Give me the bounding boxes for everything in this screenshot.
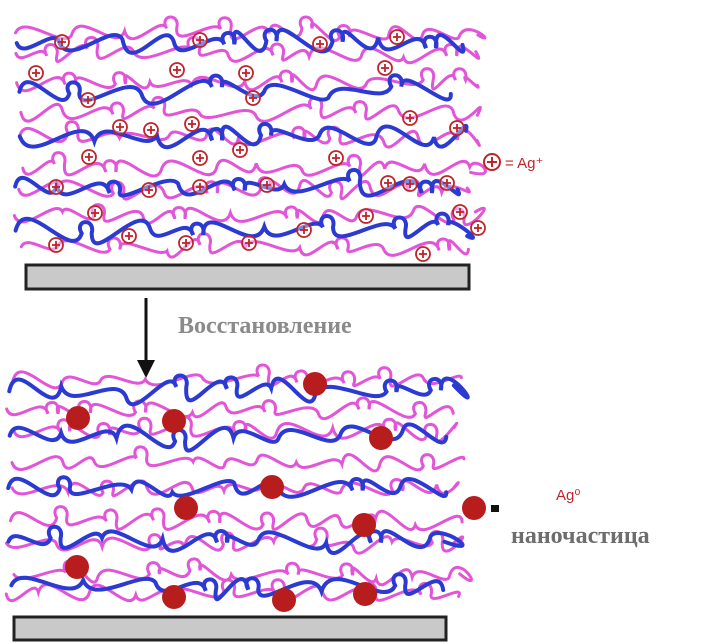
pink-polymer-chain: [14, 15, 487, 42]
blue-polymer-chain: [14, 27, 466, 55]
silver-nanoparticle-icon: [352, 513, 376, 537]
blue-polymer-chain: [9, 572, 446, 602]
filled-circle-icon: [462, 496, 486, 520]
top-blue-chains: [13, 27, 475, 246]
silver-ion-icon: [169, 62, 185, 78]
pink-polymer-chain: [9, 505, 464, 532]
silver-ion-icon: [238, 65, 254, 81]
silver-nanoparticle-icon: [260, 475, 284, 499]
silver-ion-icon: [121, 228, 137, 244]
silver-ion-icon: [184, 116, 200, 132]
silver-ion-icon: [439, 175, 455, 191]
blue-polymer-chain: [7, 373, 470, 407]
blue-polymer-chain: [13, 211, 475, 246]
top-substrate: [24, 263, 471, 291]
silver-ion-icon: [192, 32, 208, 48]
pink-polymer-chain: [17, 120, 481, 149]
silver-ion-icon: [48, 237, 64, 253]
silver-nanoparticle-icon: [65, 555, 89, 579]
silver-ion-icon: [380, 175, 396, 191]
silver-ion-icon: [232, 142, 248, 158]
pink-polymer-chain: [15, 67, 480, 92]
silver-nanoparticle-icon: [162, 585, 186, 609]
silver-ion-icon: [48, 179, 64, 195]
top-ion-markers: [28, 29, 486, 262]
silver-ion-icon: [112, 119, 128, 135]
silver-ion-icon: [81, 149, 97, 165]
particle-legend: Ag⁰ наночастица: [462, 487, 650, 549]
silver-ion-icon: [143, 122, 159, 138]
silver-ion-icon: [358, 208, 374, 224]
silver-ion-icon: [402, 176, 418, 192]
silver-nanoparticle-icon: [162, 409, 186, 433]
bottom-nanoparticles: [65, 372, 393, 612]
silver-ion-icon: [192, 150, 208, 166]
bottom-substrate: [12, 615, 448, 642]
silver-ion-icon: [296, 222, 312, 238]
silver-ion-icon: [415, 246, 431, 262]
silver-ion-icon: [245, 90, 261, 106]
ion-legend-text: = Ag⁺: [505, 155, 543, 172]
silver-ion-icon: [87, 205, 103, 221]
silver-ion-icon: [389, 29, 405, 45]
bottom-panel: [4, 363, 473, 642]
pink-polymer-chain: [12, 203, 486, 227]
blue-polymer-chain: [17, 122, 469, 150]
pink-polymer-chain: [10, 445, 466, 473]
silver-ion-icon: [377, 60, 393, 76]
silver-ion-icon: [241, 235, 257, 251]
pink-polymer-chain: [11, 363, 463, 390]
silver-ion-icon: [178, 235, 194, 251]
silver-ion-icon: [328, 150, 344, 166]
blue-polymer-chain: [13, 167, 462, 198]
top-panel: [12, 15, 487, 291]
pink-polymer-chain: [19, 95, 482, 123]
blue-polymer-chain: [6, 475, 449, 499]
particle-formula: Ag⁰: [556, 487, 580, 504]
silver-ion-icon: [402, 110, 418, 126]
silver-ion-icon: [54, 34, 70, 50]
ion-legend: = Ag⁺: [483, 153, 543, 172]
step-label: Восстановление: [178, 313, 352, 339]
silver-nanoparticle-icon: [66, 406, 90, 430]
silver-nanoparticle-icon: [369, 426, 393, 450]
down-arrow-icon: [137, 360, 155, 378]
reduction-arrow: [137, 298, 155, 378]
blue-polymer-chain: [17, 73, 453, 106]
pink-polymer-chain: [4, 526, 465, 555]
silver-ion-icon: [80, 92, 96, 108]
silver-nanoparticle-icon: [272, 588, 296, 612]
silver-ion-icon: [28, 65, 44, 81]
plus-in-circle-icon: [483, 153, 501, 171]
particle-name: наночастица: [511, 523, 650, 549]
silver-ion-icon: [312, 36, 328, 52]
pink-polymer-chain: [21, 151, 487, 178]
silver-ion-icon: [449, 120, 465, 136]
legend-equals-mark: [491, 505, 499, 512]
silver-ion-icon: [259, 177, 275, 193]
silver-ion-icon: [192, 179, 208, 195]
silver-ion-icon: [141, 182, 157, 198]
silver-ion-icon: [470, 220, 486, 236]
silver-nanoparticle-icon: [174, 496, 198, 520]
blue-polymer-chain: [6, 524, 465, 555]
silver-nanoparticle-icon: [353, 582, 377, 606]
silver-ion-icon: [452, 204, 468, 220]
silver-nanoparticle-icon: [303, 372, 327, 396]
pink-polymer-chain: [10, 478, 460, 498]
